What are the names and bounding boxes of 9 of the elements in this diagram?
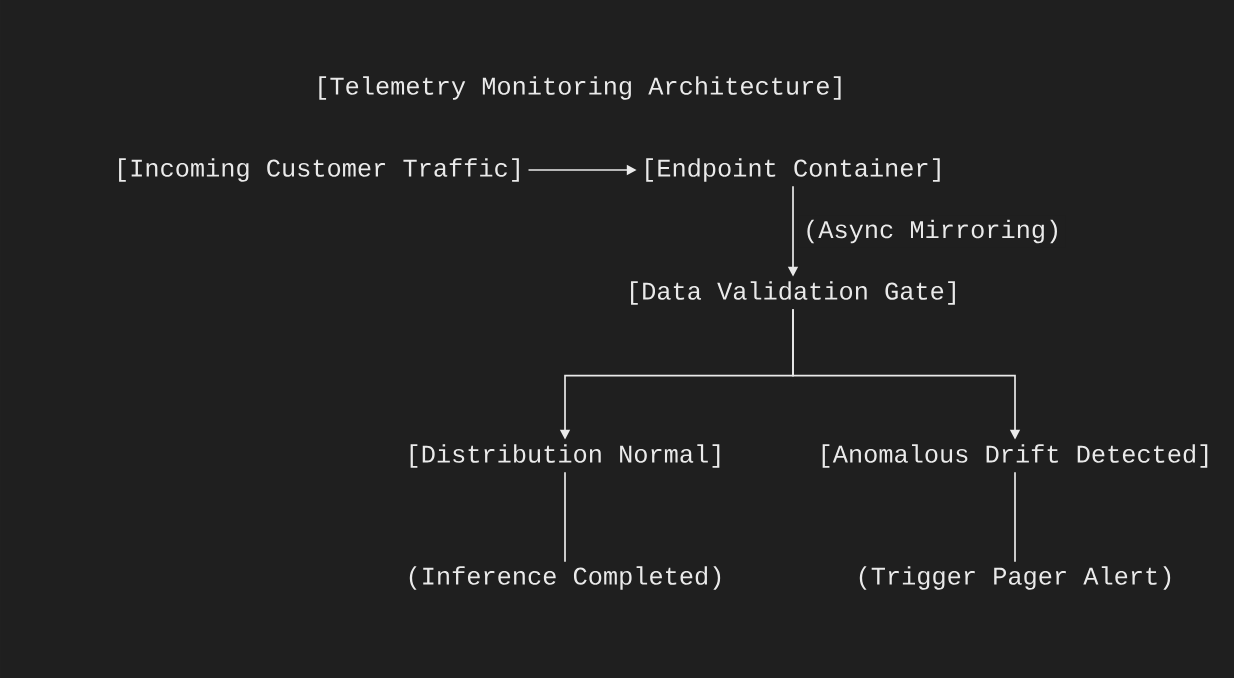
node-label: [Incoming Customer Traffic] <box>119 158 519 182</box>
node-label: [Anomalous Drift Detected] <box>822 444 1208 468</box>
node-label: (Inference Completed) <box>409 566 721 590</box>
edge-label: (Async Mirroring) <box>798 215 1066 248</box>
node-label: [Endpoint Container] <box>646 158 940 182</box>
node-label: [Data Validation Gate] <box>631 281 955 305</box>
node-label: (Trigger Pager Alert) <box>859 566 1171 590</box>
node-label: [Distribution Normal] <box>410 444 720 468</box>
title: [Telemetry Monitoring Architecture] <box>319 76 841 100</box>
